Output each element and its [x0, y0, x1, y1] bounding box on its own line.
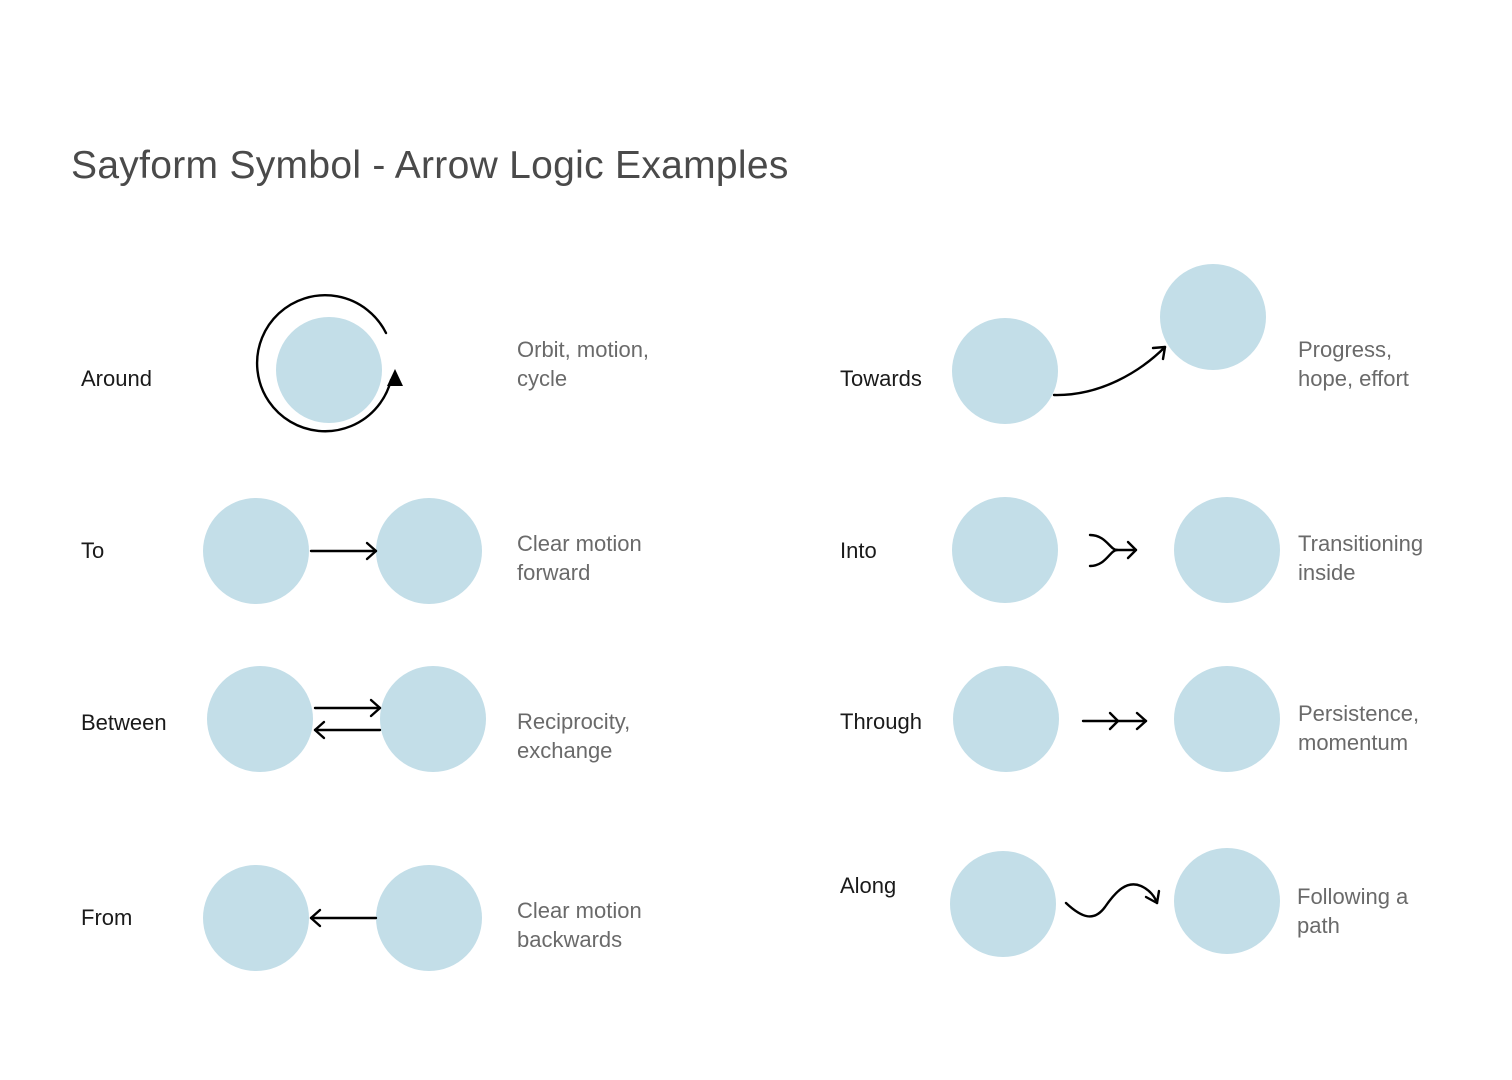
double-arrow-icon	[313, 698, 382, 740]
example-to: To Clear motion forward	[81, 498, 642, 604]
example-description-line2: path	[1297, 913, 1340, 938]
example-from: From Clear motion backwards	[81, 865, 642, 971]
circle-node-target	[203, 865, 309, 971]
example-along: Along Following a path	[840, 848, 1409, 957]
example-towards: Towards Progress, hope, effort	[840, 264, 1409, 424]
example-label: From	[81, 905, 132, 930]
circle-node-target	[1174, 497, 1280, 603]
example-description-line1: Progress,	[1298, 337, 1392, 362]
circle-node-source	[953, 666, 1059, 772]
circular-arrow-icon	[255, 294, 403, 433]
circle-node-source	[207, 666, 313, 772]
example-description-line2: cycle	[517, 366, 567, 391]
page-title: Sayform Symbol - Arrow Logic Examples	[71, 144, 789, 187]
circle-node-source	[950, 851, 1056, 957]
merge-arrow-icon	[1088, 533, 1138, 568]
example-around: Around Orbit, motion, cycle	[81, 294, 649, 433]
feathered-arrow-icon	[1081, 711, 1148, 731]
example-description-line2: inside	[1298, 560, 1355, 585]
example-description-line2: momentum	[1298, 730, 1408, 755]
circle-node-target	[380, 666, 486, 772]
example-description-line1: Clear motion	[517, 531, 642, 556]
circle-node-source	[203, 498, 309, 604]
example-description-line1: Persistence,	[1298, 701, 1419, 726]
example-description-line1: Reciprocity,	[517, 709, 630, 734]
example-description-line2: exchange	[517, 738, 612, 763]
example-description-line2: forward	[517, 560, 590, 585]
curved-up-arrow-icon	[1052, 345, 1167, 397]
example-label: Between	[81, 710, 167, 735]
example-through: Through Persistence, momentum	[840, 666, 1419, 772]
example-label: Along	[840, 873, 896, 898]
example-label: Into	[840, 538, 877, 563]
circle-node-target	[1174, 848, 1280, 954]
example-label: Through	[840, 709, 922, 734]
circle-node-target	[376, 498, 482, 604]
example-description-line2: backwards	[517, 927, 622, 952]
example-between: Between Reciprocity, exchange	[81, 666, 630, 772]
circle-node-source	[952, 497, 1058, 603]
example-label: Around	[81, 366, 152, 391]
wavy-arrow-icon	[1064, 883, 1161, 918]
example-label: To	[81, 538, 104, 563]
circle-node-target	[1160, 264, 1266, 370]
right-arrow-icon	[309, 541, 378, 561]
left-arrow-icon	[309, 908, 378, 928]
example-label: Towards	[840, 366, 922, 391]
example-description-line1: Following a	[1297, 884, 1409, 909]
example-into: Into Transitioning inside	[840, 497, 1423, 603]
example-description-line1: Orbit, motion,	[517, 337, 649, 362]
example-description-line1: Transitioning	[1298, 531, 1423, 556]
circle-node-source	[952, 318, 1058, 424]
circle-node-target	[1174, 666, 1280, 772]
circle-node-source	[376, 865, 482, 971]
circle-node	[276, 317, 382, 423]
example-description-line2: hope, effort	[1298, 366, 1409, 391]
example-description-line1: Clear motion	[517, 898, 642, 923]
